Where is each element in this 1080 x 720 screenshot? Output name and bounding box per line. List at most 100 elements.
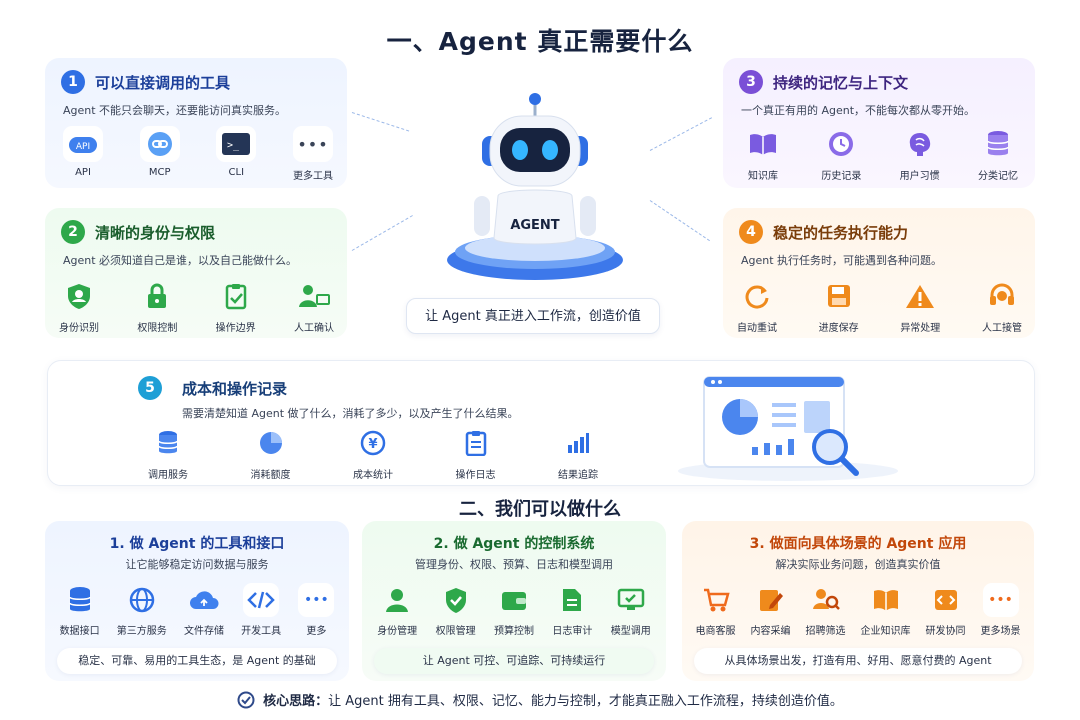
yen-coin-icon: ¥ — [353, 425, 393, 461]
habit-item: 用户习惯 — [900, 126, 940, 182]
page-title: 一、Agent 真正需要什么 — [386, 27, 694, 56]
human-confirm-item: 人工确认 — [294, 278, 334, 334]
card-title: 可以直接调用的工具 — [95, 74, 231, 92]
plan-subtitle: 解决实际业务问题，创造真实价值 — [775, 558, 941, 571]
more-icon: ••• — [298, 583, 335, 617]
more-icon: ••• — [982, 583, 1019, 617]
tool-more: ••• 更多工具 — [292, 126, 333, 182]
card-number: 5 — [138, 376, 162, 400]
exception-item: 异常处理 — [900, 278, 940, 334]
database-icon — [978, 126, 1018, 162]
document-icon — [554, 583, 590, 617]
footer-text: 让 Agent 拥有工具、权限、记忆、能力与控制，才能真正融入工作流程，持续创造… — [328, 694, 843, 709]
card-subtitle: Agent 执行任务时，可能遇到各种问题。 — [741, 254, 943, 267]
call-service-item: 调用服务 — [148, 425, 188, 481]
wallet-icon — [496, 583, 532, 617]
permission-mgmt-item: 权限管理 — [436, 583, 476, 637]
card-execution: 4 稳定的任务执行能力 Agent 执行任务时，可能遇到各种问题。 自动重试 进… — [723, 208, 1035, 338]
data-api-item: 数据接口 — [60, 583, 100, 637]
connector-line — [351, 112, 410, 132]
cost-stat-item: ¥成本统计 — [353, 425, 393, 481]
user-icon — [379, 583, 415, 617]
api-icon: API — [63, 126, 103, 162]
bar-chart-icon — [558, 425, 598, 461]
plan-scenario-apps: 3. 做面向具体场景的 Agent 应用 解决实际业务问题，创造真实价值 电商客… — [682, 521, 1034, 681]
headset-icon — [982, 278, 1022, 314]
card-number: 1 — [61, 70, 85, 94]
category-memory-item: 分类记忆 — [978, 126, 1018, 182]
book-icon — [743, 126, 783, 162]
terminal-icon: >_ — [216, 126, 257, 162]
card-subtitle: 一个真正有用的 Agent，不能每次都从零开始。 — [741, 104, 976, 117]
clipboard-check-icon — [216, 278, 256, 314]
plan-title: 1. 做 Agent 的工具和接口 — [109, 536, 285, 552]
card-identity: 2 清晰的身份与权限 Agent 必须知道自己是谁，以及自己能做什么。 身份识别… — [45, 208, 347, 338]
card-title: 稳定的任务执行能力 — [773, 224, 909, 242]
audit-item: 日志审计 — [552, 583, 592, 637]
database-icon — [148, 425, 188, 461]
card-tools: 1 可以直接调用的工具 Agent 不能只会聊天，还要能访问真实服务。 API … — [45, 58, 347, 188]
section-2-title: 二、我们可以做什么 — [459, 499, 621, 520]
result-track-item: 结果追踪 — [558, 425, 598, 481]
user-monitor-icon — [294, 278, 334, 314]
svg-text:API: API — [76, 142, 90, 152]
card-number: 3 — [739, 70, 763, 94]
tool-api: API API — [63, 126, 103, 182]
card-number: 4 — [739, 220, 763, 244]
ecommerce-service-item: 电商客服 — [696, 583, 736, 637]
check-circle-icon — [237, 691, 255, 709]
footer-core-idea: 核心思路： 让 Agent 拥有工具、权限、记忆、能力与控制，才能真正融入工作流… — [0, 690, 1080, 709]
third-party-item: 第三方服务 — [117, 583, 167, 637]
budget-item: 预算控制 — [494, 583, 534, 637]
card-title: 持续的记忆与上下文 — [773, 74, 909, 92]
svg-text:>_: >_ — [227, 140, 240, 151]
center-caption: 让 Agent 真正进入工作流，创造价值 — [406, 298, 660, 334]
shield-check-icon — [438, 583, 474, 617]
plan-title: 2. 做 Agent 的控制系统 — [433, 536, 595, 552]
card-subtitle: Agent 不能只会聊天，还要能访问真实服务。 — [63, 104, 287, 117]
user-search-icon — [808, 583, 844, 617]
cart-icon — [698, 583, 734, 617]
book-open-icon — [868, 583, 904, 617]
content-editing-item: 内容采编 — [751, 583, 791, 637]
card-subtitle: Agent 必须知道自己是谁，以及自己能做什么。 — [63, 254, 298, 267]
code-window-icon — [928, 583, 964, 617]
save-progress-item: 进度保存 — [819, 278, 859, 334]
database-icon — [62, 583, 98, 617]
identity-item: 身份识别 — [59, 278, 99, 334]
retry-item: 自动重试 — [737, 278, 777, 334]
robot-label: AGENT — [510, 218, 560, 233]
history-item: 历史记录 — [821, 126, 861, 182]
boundary-item: 操作边界 — [216, 278, 256, 334]
knowledge-item: 知识库 — [743, 126, 783, 182]
plan-subtitle: 让它能够稳定访问数据与服务 — [125, 558, 269, 571]
dashboard-illustration — [678, 373, 908, 481]
monitor-check-icon — [613, 583, 649, 617]
connector-line — [351, 215, 413, 251]
log-document-icon — [456, 425, 496, 461]
permission-item: 权限控制 — [137, 278, 177, 334]
rd-collab-item: 研发协同 — [926, 583, 966, 637]
card-title: 成本和操作记录 — [182, 380, 288, 398]
lock-icon — [137, 278, 177, 314]
cloud-upload-icon — [186, 583, 222, 617]
more-icon: ••• — [292, 126, 333, 162]
card-cost-records: 5 成本和操作记录 需要清楚知道 Agent 做了什么，消耗了多少，以及产生了什… — [47, 360, 1035, 486]
link-icon — [139, 126, 180, 162]
more-scenarios-item: •••更多场景 — [981, 583, 1021, 637]
card-title: 清晰的身份与权限 — [95, 224, 216, 242]
globe-icon — [124, 583, 160, 617]
warning-icon — [900, 278, 940, 314]
brain-icon — [900, 126, 940, 162]
clock-icon — [821, 126, 861, 162]
agent-robot-illustration — [440, 88, 630, 288]
tool-cli: >_ CLI — [216, 126, 257, 182]
connector-line — [649, 117, 713, 151]
footer-label: 核心思路： — [263, 694, 329, 709]
plan-control-system: 2. 做 Agent 的控制系统 管理身份、权限、预算、日志和模型调用 身份管理… — [362, 521, 666, 681]
dev-tools-item: 开发工具 — [241, 583, 281, 637]
shield-user-icon — [59, 278, 99, 314]
refresh-icon — [737, 278, 777, 314]
pie-icon — [251, 425, 291, 461]
card-number: 2 — [61, 220, 85, 244]
